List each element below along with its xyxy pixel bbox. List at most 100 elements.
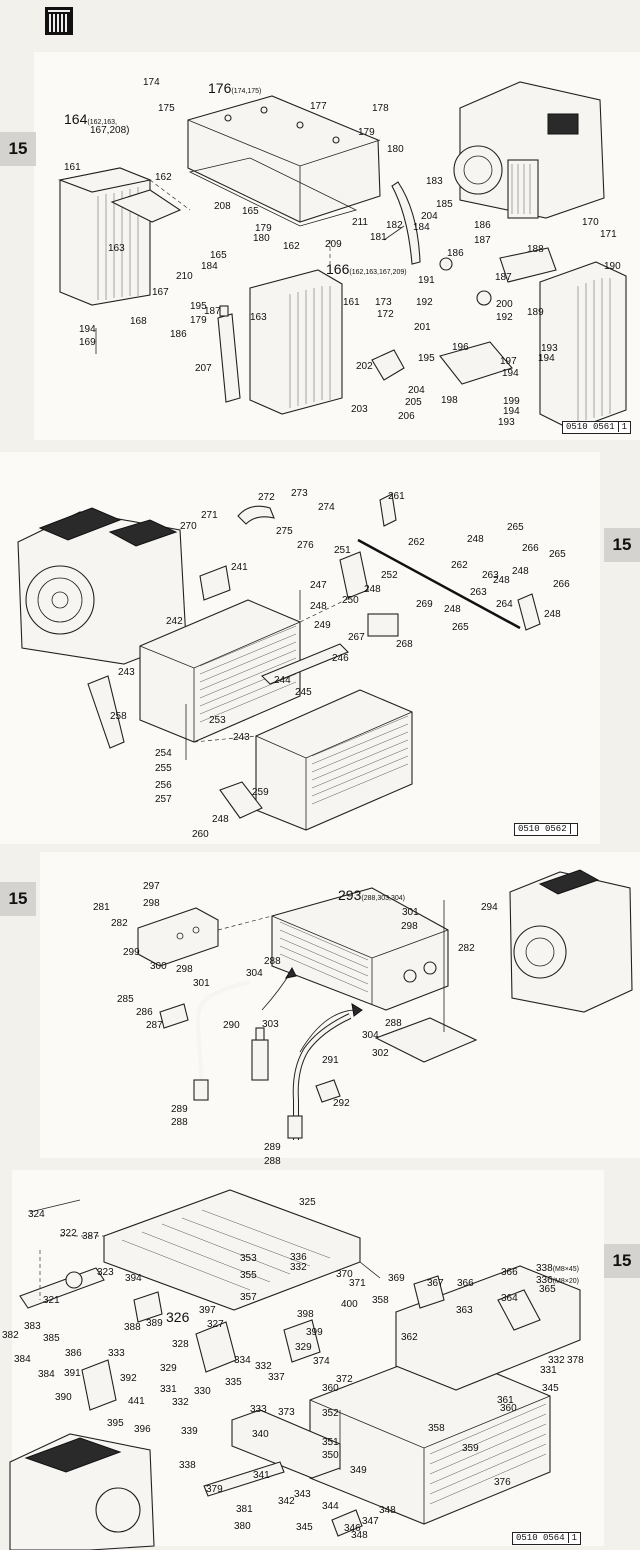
part-callout: 325 <box>299 1198 316 1208</box>
part-number: 167,208) <box>90 125 130 136</box>
part-number: 365 <box>539 1284 556 1295</box>
part-number: 302 <box>372 1048 389 1059</box>
part-callout: 170 <box>582 218 599 228</box>
part-number: 186 <box>170 329 187 340</box>
part-callout: 186 <box>474 221 491 231</box>
part-callout: 251 <box>334 546 351 556</box>
part-number: 248 <box>467 534 484 545</box>
part-callout: 338 <box>179 1461 196 1471</box>
part-number: 293 <box>338 887 362 903</box>
part-number: 248 <box>364 584 381 595</box>
part-number: 185 <box>436 199 453 210</box>
part-callout: 272 <box>258 493 275 503</box>
part-number: 343 <box>294 1489 311 1500</box>
part-number: 162 <box>155 172 172 183</box>
part-callout: 358 <box>428 1424 445 1434</box>
part-subref: (M8×45) <box>552 1266 579 1273</box>
part-number: 252 <box>381 570 398 581</box>
part-number: 290 <box>223 1020 240 1031</box>
part-callout: 303 <box>262 1020 279 1030</box>
part-number: 282 <box>458 943 475 954</box>
part-callout: 165 <box>210 251 227 261</box>
part-number: 174 <box>143 77 160 88</box>
part-number: 197 <box>500 356 517 367</box>
part-callout: 180 <box>387 145 404 155</box>
part-callout: 161 <box>64 163 81 173</box>
part-callout: 348 <box>379 1506 396 1516</box>
part-callout: 209 <box>325 240 342 250</box>
part-number: 269 <box>416 599 433 610</box>
part-number: 341 <box>253 1470 270 1481</box>
part-callout: 349 <box>350 1466 367 1476</box>
part-callout: 380 <box>234 1522 251 1532</box>
part-number: 362 <box>401 1332 418 1343</box>
part-number: 324 <box>28 1209 45 1220</box>
part-callout: 337 <box>268 1373 285 1383</box>
section-tab-2: 15 <box>604 528 640 562</box>
part-callout: 332 <box>548 1356 565 1366</box>
part-number: 349 <box>350 1465 367 1476</box>
part-callout: 258 <box>110 712 127 722</box>
part-callout: 200 <box>496 300 513 310</box>
part-number: 184 <box>413 222 430 233</box>
part-number: 211 <box>352 217 368 228</box>
part-callout: 262 <box>451 561 468 571</box>
part-number: 175 <box>158 103 175 114</box>
part-subref: (M8×20) <box>552 1278 579 1285</box>
part-number: 248 <box>493 575 510 586</box>
part-number: 288 <box>264 956 281 967</box>
part-callout: 169 <box>79 338 96 348</box>
part-number: 330 <box>194 1386 211 1397</box>
part-number: 384 <box>38 1369 55 1380</box>
part-number: 249 <box>314 620 331 631</box>
part-number: 186 <box>474 220 491 231</box>
part-callout: 273 <box>291 489 308 499</box>
part-number: 161 <box>64 162 81 173</box>
part-callout: 162 <box>283 242 300 252</box>
part-number: 360 <box>322 1383 339 1394</box>
part-number: 244 <box>274 675 291 686</box>
part-number: 266 <box>553 579 570 590</box>
part-number: 258 <box>110 711 127 722</box>
part-callout: 336 <box>290 1253 307 1263</box>
part-callout: 257 <box>155 795 172 805</box>
section-tab-3: 15 <box>0 882 36 916</box>
part-number: 265 <box>549 549 566 560</box>
part-callout: 250 <box>342 596 359 606</box>
part-callout: 321 <box>43 1296 60 1306</box>
part-number: 287 <box>146 1020 163 1031</box>
part-number: 321 <box>43 1295 60 1306</box>
part-number: 360 <box>500 1403 517 1414</box>
part-callout: 396 <box>134 1425 151 1435</box>
part-callout: 400 <box>341 1300 358 1310</box>
part-callout: 254 <box>155 749 172 759</box>
part-callout: 267 <box>348 633 365 643</box>
part-number: 272 <box>258 492 275 503</box>
part-callout: 248 <box>212 815 229 825</box>
part-number: 194 <box>503 406 520 417</box>
part-callout: 289 <box>171 1105 188 1115</box>
part-callout: 386 <box>65 1349 82 1359</box>
part-number: 342 <box>278 1496 295 1507</box>
part-callout: 358 <box>372 1296 389 1306</box>
part-callout: 338(M8×45) <box>536 1264 579 1275</box>
part-callout: 360 <box>322 1384 339 1394</box>
part-callout: 376 <box>494 1478 511 1488</box>
part-callout: 289 <box>264 1143 281 1153</box>
part-callout: 162 <box>155 173 172 183</box>
part-number: 304 <box>246 968 263 979</box>
part-number: 261 <box>388 491 405 502</box>
part-number: 394 <box>125 1273 142 1284</box>
part-number: 387 <box>82 1231 99 1242</box>
part-number: 384 <box>14 1354 31 1365</box>
part-callout: 194 <box>502 369 519 379</box>
part-callout: 262 <box>408 538 425 548</box>
part-callout: 194 <box>538 354 555 364</box>
part-callout: 246 <box>332 654 349 664</box>
part-callout: 256 <box>155 781 172 791</box>
part-callout: 204 <box>408 386 425 396</box>
part-number: 163 <box>250 312 267 323</box>
part-number: 372 <box>336 1374 353 1385</box>
part-number: 336 <box>536 1275 553 1286</box>
part-callout: 333 <box>108 1349 125 1359</box>
